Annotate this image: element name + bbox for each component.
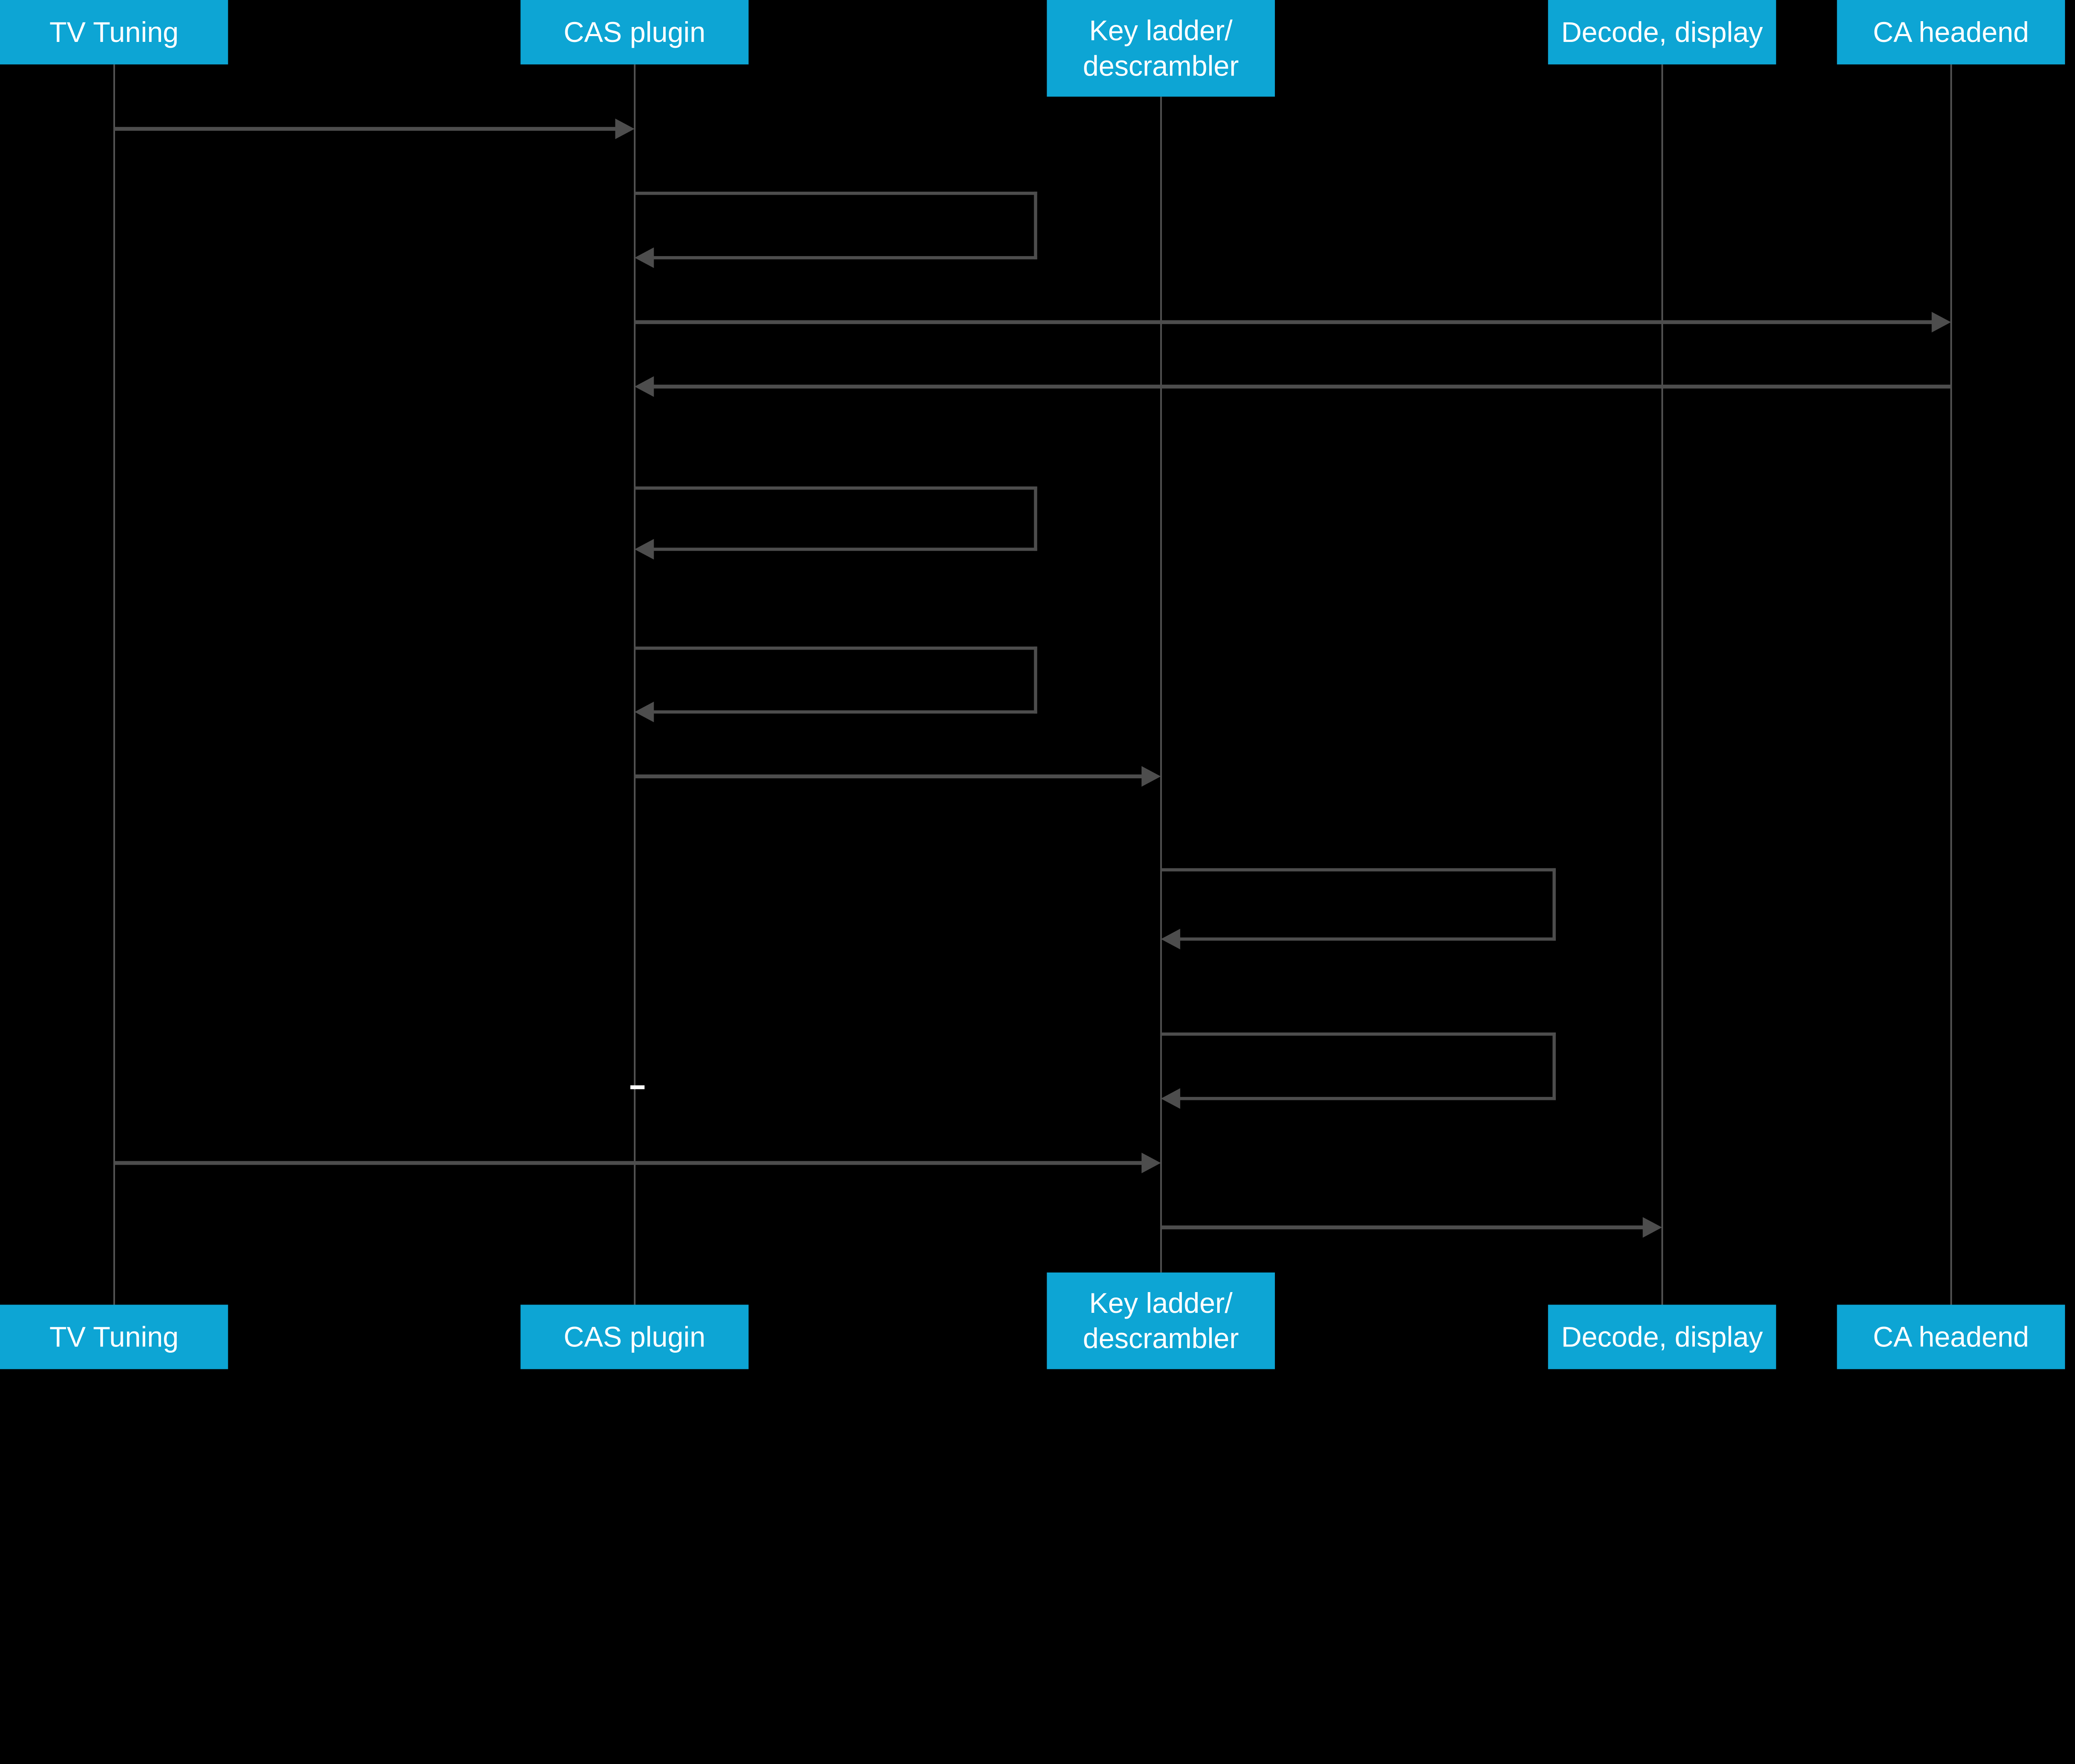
message-line-3 bbox=[635, 320, 1935, 324]
actor-box-top-tv-tuning: TV Tuning bbox=[0, 0, 228, 65]
message-line-4 bbox=[650, 384, 1951, 389]
message-line-7 bbox=[635, 774, 1145, 779]
self-message-right-8 bbox=[1553, 868, 1556, 941]
arrowhead-left-icon bbox=[1161, 1088, 1180, 1109]
arrowhead-right-icon bbox=[1931, 312, 1951, 332]
arrowhead-right-icon bbox=[1141, 1153, 1161, 1173]
self-message-top-5 bbox=[635, 486, 1038, 490]
arrowhead-left-icon bbox=[635, 247, 654, 268]
self-message-bottom-6 bbox=[650, 710, 1038, 714]
message-label bbox=[630, 1085, 645, 1090]
arrowhead-left-icon bbox=[1161, 928, 1180, 950]
self-message-right-5 bbox=[1034, 486, 1038, 551]
actor-box-top-key-ladder: Key ladder/ descrambler bbox=[1047, 0, 1275, 97]
actor-box-bottom-ca-headend: CA headend bbox=[1837, 1305, 2065, 1369]
self-message-top-9 bbox=[1161, 1032, 1556, 1036]
actor-box-top-decode-display: Decode, display bbox=[1548, 0, 1776, 65]
self-message-top-8 bbox=[1161, 868, 1556, 872]
self-message-top-6 bbox=[635, 646, 1038, 650]
self-message-bottom-5 bbox=[650, 547, 1038, 551]
actor-box-top-cas-plugin: CAS plugin bbox=[520, 0, 749, 65]
actor-box-bottom-decode-display: Decode, display bbox=[1548, 1305, 1776, 1369]
actor-box-top-ca-headend: CA headend bbox=[1837, 0, 2065, 65]
arrowhead-left-icon bbox=[635, 539, 654, 560]
actor-box-bottom-cas-plugin: CAS plugin bbox=[520, 1305, 749, 1369]
self-message-top-2 bbox=[635, 191, 1038, 195]
arrowhead-right-icon bbox=[615, 118, 635, 139]
arrowhead-left-icon bbox=[635, 376, 654, 397]
self-message-bottom-8 bbox=[1177, 937, 1556, 941]
lifeline-ca-headend bbox=[1950, 64, 1952, 1305]
self-message-right-6 bbox=[1034, 646, 1038, 714]
lifeline-tv-tuning bbox=[113, 64, 115, 1305]
self-message-bottom-2 bbox=[650, 256, 1038, 259]
arrowhead-right-icon bbox=[1643, 1217, 1662, 1238]
self-message-right-2 bbox=[1034, 191, 1038, 259]
arrowhead-left-icon bbox=[635, 701, 654, 723]
lifeline-key-ladder bbox=[1160, 96, 1162, 1273]
actor-box-bottom-key-ladder: Key ladder/ descrambler bbox=[1047, 1272, 1275, 1369]
message-line-10 bbox=[114, 1161, 1145, 1165]
self-message-right-9 bbox=[1553, 1032, 1556, 1100]
lifeline-cas-plugin bbox=[634, 64, 635, 1305]
arrowhead-right-icon bbox=[1141, 766, 1161, 787]
message-line-11 bbox=[1161, 1225, 1646, 1229]
message-line-1 bbox=[114, 127, 619, 131]
lifeline-decode-display bbox=[1661, 64, 1663, 1305]
actor-box-bottom-tv-tuning: TV Tuning bbox=[0, 1305, 228, 1369]
self-message-bottom-9 bbox=[1177, 1097, 1556, 1100]
